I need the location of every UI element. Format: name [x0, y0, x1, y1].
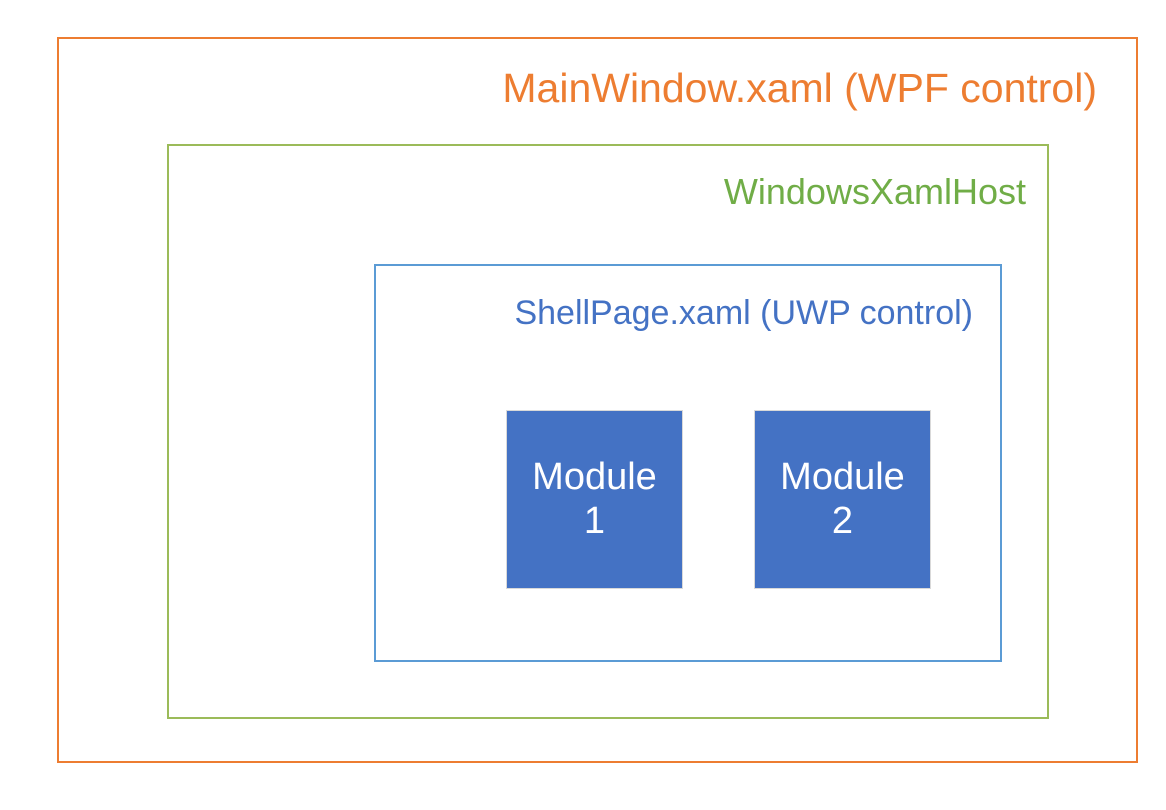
module-box-2-index: 2: [831, 499, 854, 542]
layer-label-mainwindow-wpf: MainWindow.xaml (WPF control): [502, 65, 1097, 111]
module-box-1-name: Module: [532, 455, 657, 498]
module-box-1-index: 1: [583, 499, 606, 542]
layer-windowsxamlhost: WindowsXamlHost ShellPage.xaml (UWP cont…: [167, 144, 1049, 719]
layer-mainwindow-wpf: MainWindow.xaml (WPF control) WindowsXam…: [57, 37, 1138, 763]
layer-label-shellpage-uwp: ShellPage.xaml (UWP control): [514, 294, 973, 332]
module-box-2-name: Module: [780, 455, 905, 498]
module-box-1: Module 1: [506, 410, 683, 589]
layer-label-windowsxamlhost: WindowsXamlHost: [723, 171, 1026, 212]
module-box-2: Module 2: [754, 410, 931, 589]
layer-shellpage-uwp: ShellPage.xaml (UWP control) Module 1 Mo…: [374, 264, 1002, 662]
